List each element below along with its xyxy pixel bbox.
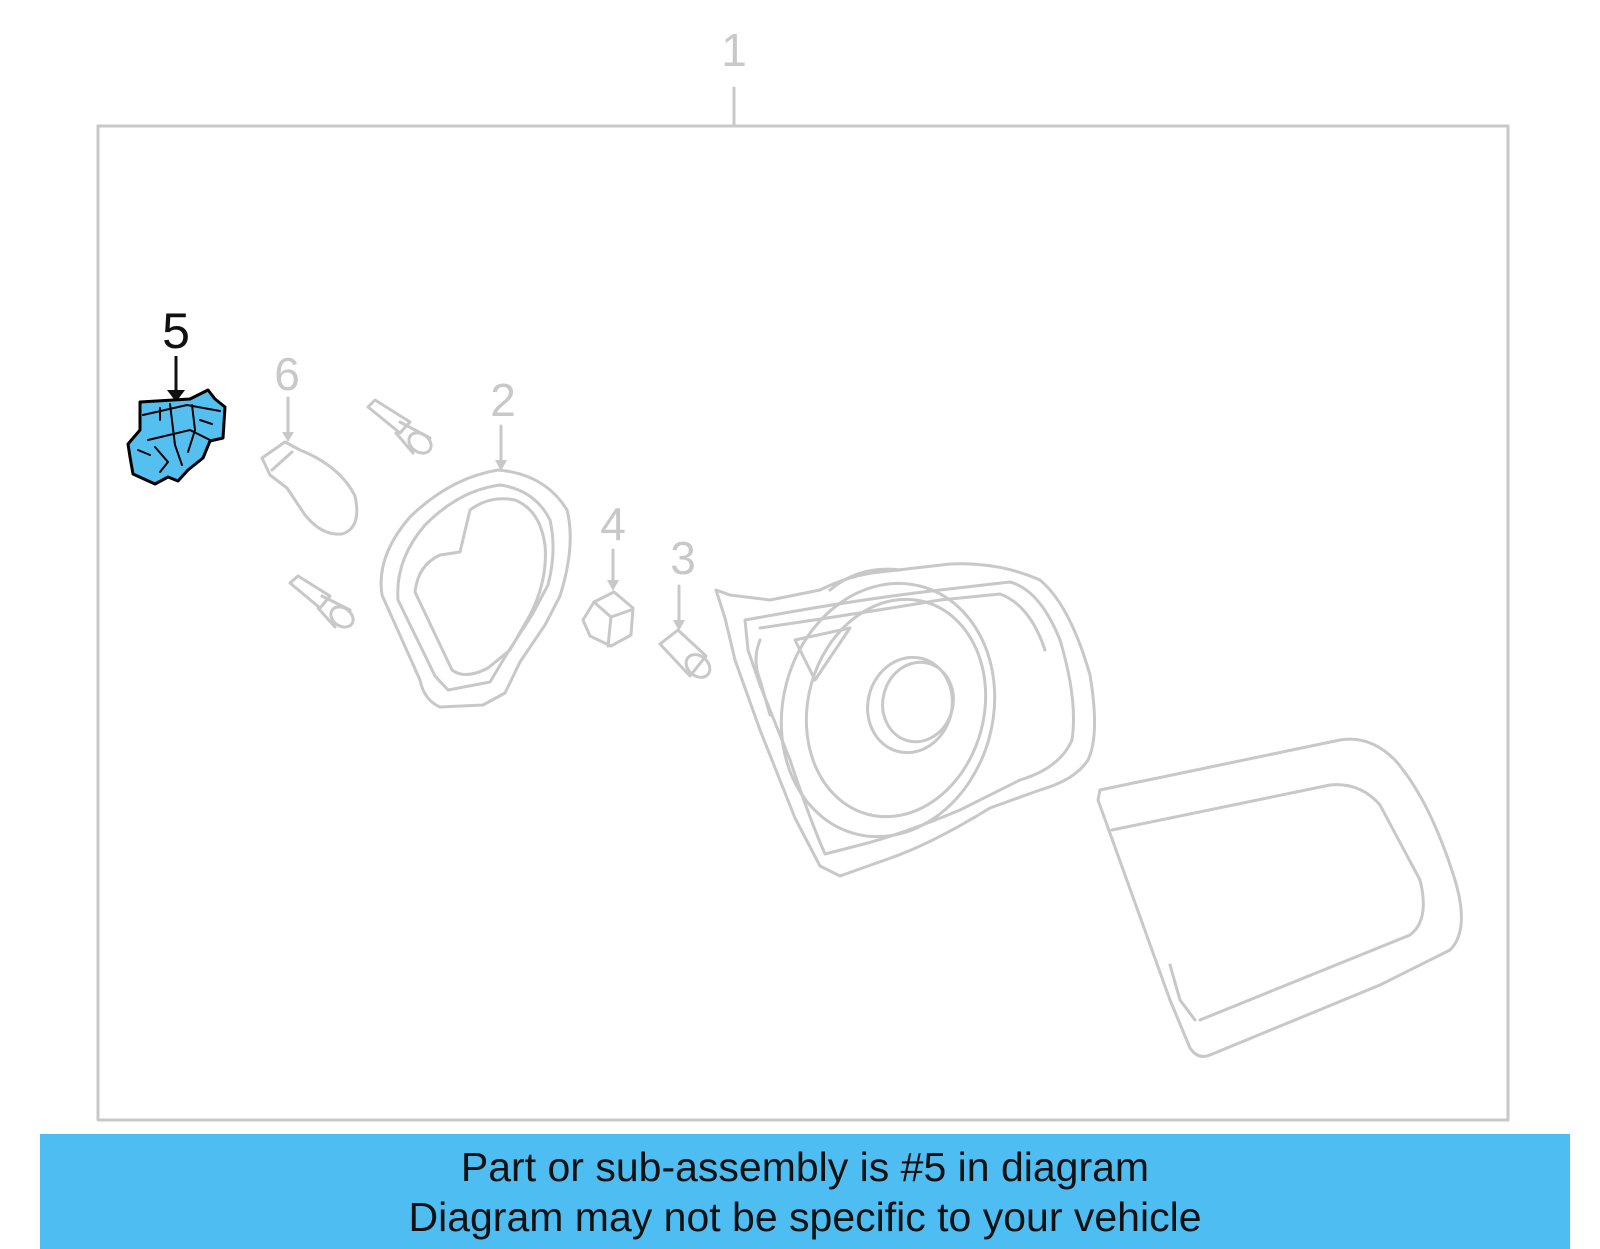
callout-3-label: 3 <box>670 532 696 584</box>
callout-6-arrowhead <box>282 432 294 442</box>
callout-2-label: 2 <box>490 374 516 426</box>
callout-6-label: 6 <box>274 348 300 400</box>
cap-part-3[interactable] <box>658 628 714 682</box>
gasket-part-2[interactable] <box>379 468 572 709</box>
callout-1-label: 1 <box>721 24 747 76</box>
lamp-lens <box>1096 737 1463 1058</box>
nut-part-4[interactable] <box>581 590 635 648</box>
bulb-part-6[interactable] <box>260 440 359 536</box>
wedge-bulb-lower <box>288 574 355 629</box>
callout-4-arrowhead <box>607 580 619 591</box>
callout-5-label: 5 <box>162 303 190 359</box>
banner-line-2: Diagram may not be specific to your vehi… <box>408 1193 1202 1240</box>
callout-5-arrow <box>167 356 185 402</box>
callout-4-label: 4 <box>600 498 626 550</box>
callout-3-arrowhead <box>673 620 685 631</box>
lamp-housing <box>714 562 1096 878</box>
info-banner: Part or sub-assembly is #5 in diagram Di… <box>40 1134 1570 1249</box>
callout-2-arrowhead <box>495 460 507 471</box>
part-5-socket[interactable] <box>126 388 227 486</box>
banner-line-1: Part or sub-assembly is #5 in diagram <box>460 1143 1150 1190</box>
wedge-bulb-upper <box>366 398 433 455</box>
assembly-frame <box>96 124 1510 1122</box>
